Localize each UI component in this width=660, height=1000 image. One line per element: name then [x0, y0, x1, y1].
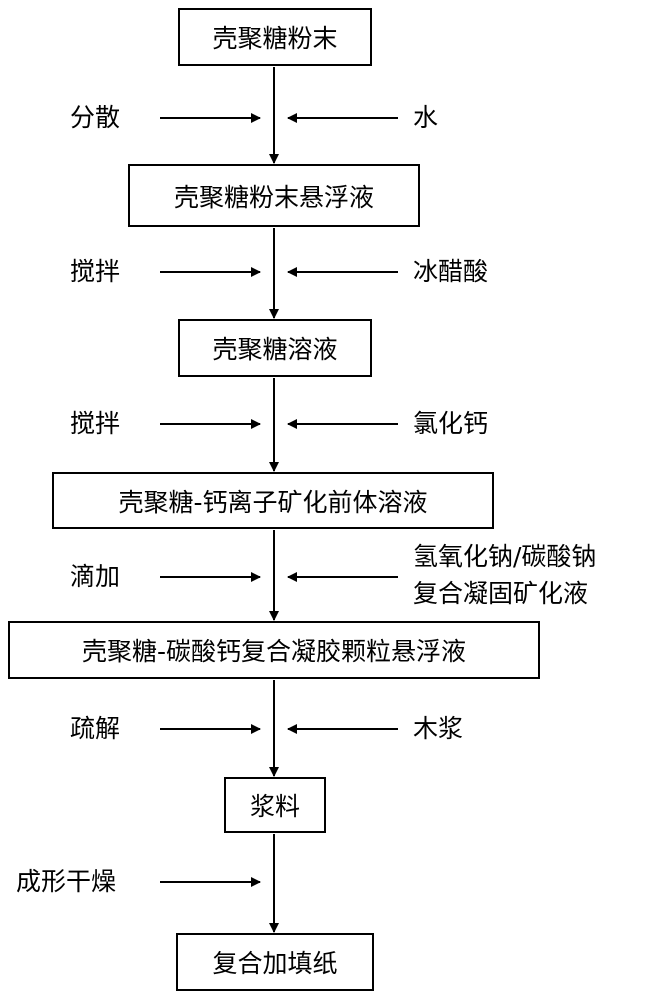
op-stir-1: 搅拌: [70, 257, 121, 286]
input-water: 水: [413, 103, 439, 132]
input-wood-pulp: 木浆: [413, 714, 464, 743]
op-forming-drying: 成形干燥: [16, 867, 117, 896]
step-powder-suspension: 壳聚糖粉末悬浮液: [128, 164, 420, 227]
input-glacial-acetic-acid: 冰醋酸: [413, 257, 489, 286]
step-gel-particle-suspension: 壳聚糖-碳酸钙复合凝胶颗粒悬浮液: [8, 621, 540, 679]
op-disperse: 分散: [70, 103, 121, 132]
step-calcium-precursor-solution: 壳聚糖-钙离子矿化前体溶液: [52, 472, 494, 529]
op-defibrate: 疏解: [70, 714, 121, 743]
step-chitosan-powder: 壳聚糖粉末: [178, 8, 372, 66]
input-naoh-na2co3: 氢氧化钠/碳酸钠: [413, 542, 597, 571]
op-dropwise: 滴加: [70, 562, 121, 591]
step-pulp-slurry: 浆料: [224, 777, 326, 833]
step-chitosan-solution: 壳聚糖溶液: [178, 319, 372, 377]
input-calcium-chloride: 氯化钙: [413, 409, 489, 438]
input-mineralization-solution: 复合凝固矿化液: [413, 579, 589, 608]
step-filled-paper: 复合加填纸: [176, 933, 374, 991]
op-stir-2: 搅拌: [70, 409, 121, 438]
